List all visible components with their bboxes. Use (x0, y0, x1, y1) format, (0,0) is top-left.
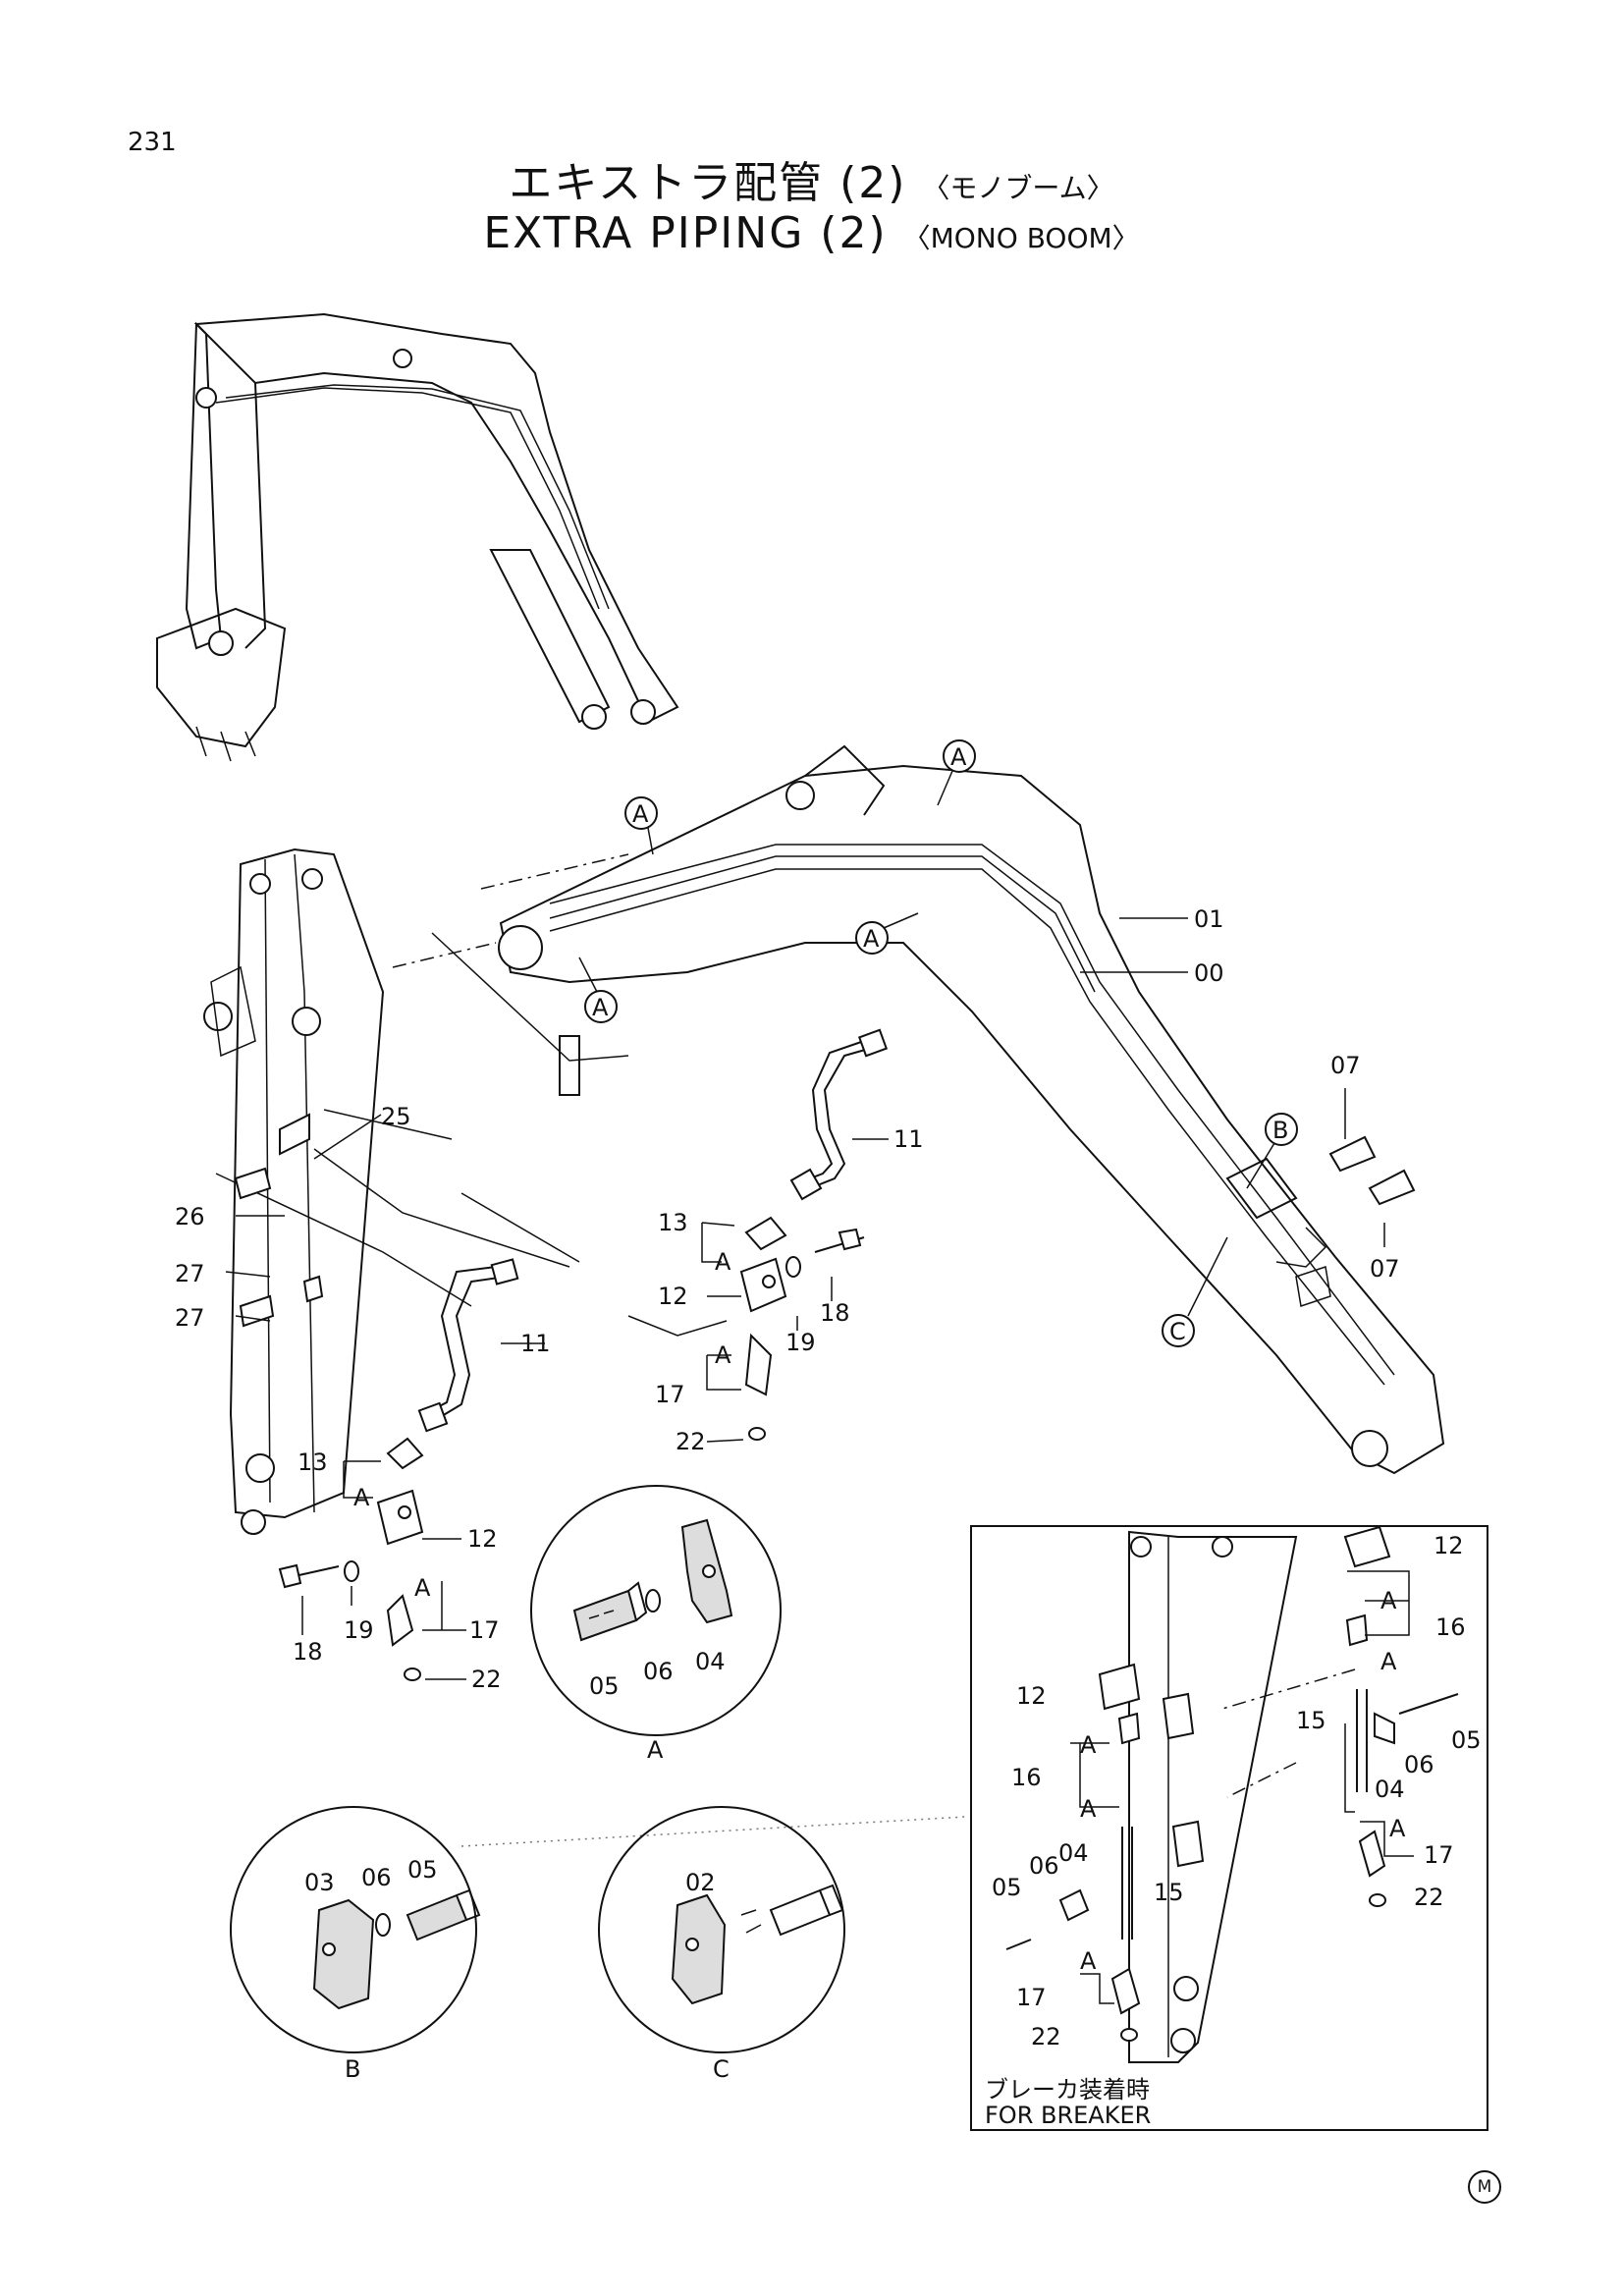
marker-a-1 (943, 739, 976, 773)
callout-22-upper: 22 (676, 1428, 706, 1455)
detail-circle-b: 03 06 05 B (230, 1806, 481, 2083)
callout-18-upper: 18 (820, 1299, 850, 1327)
breaker-note-english: FOR BREAKER (985, 2102, 1152, 2129)
leader-lines (215, 853, 966, 1847)
breaker-callout-12-right: 12 (1434, 1532, 1464, 1559)
location-marker-labels: A A A A B C (592, 743, 1288, 1345)
marker-label-a-1: A (950, 743, 967, 771)
breaker-callout-22-left: 22 (1031, 2023, 1061, 2050)
callout-17-lower: 17 (469, 1616, 500, 1644)
breaker-callout-17-right: 17 (1424, 1841, 1454, 1869)
fittings (234, 1113, 1416, 1681)
marker-a-3 (855, 921, 889, 955)
callout-17-upper-a: A (715, 1341, 731, 1369)
title-japanese-sub: 〈モノブーム〉 (922, 172, 1114, 204)
callout-leaders (225, 917, 1385, 1680)
callout-22-lower: 22 (471, 1666, 502, 1693)
callout-27-b: 27 (175, 1304, 205, 1332)
breaker-callout-04-left: 04 (1058, 1839, 1089, 1867)
breaker-callout-06-left: 06 (1029, 1852, 1059, 1880)
callout-13-lower: 13 (298, 1449, 328, 1476)
breaker-callout-15-right: 15 (1296, 1707, 1326, 1734)
callout-25: 25 (381, 1103, 411, 1130)
callout-12-lower: 12 (467, 1525, 498, 1553)
callout-27-a: 27 (175, 1260, 205, 1287)
callout-26: 26 (175, 1203, 205, 1230)
marker-label-a-2: A (632, 800, 649, 828)
detail-a-callout-04: 04 (695, 1648, 726, 1675)
breaker-callout-04-right: 04 (1375, 1776, 1405, 1803)
detail-c-label: C (713, 2055, 730, 2083)
breaker-inset-callouts: 12 A 16 A 05 06 04 15 A 17 22 12 A 16 A … (992, 1532, 1482, 2050)
breaker-callout-16-right: 16 (1435, 1613, 1466, 1641)
breaker-callout-05-left: 05 (992, 1874, 1022, 1901)
main-boom-illustration (498, 744, 1445, 1475)
hose-assemblies (417, 1028, 889, 1433)
detail-circle-a: 05 06 04 A (530, 1485, 782, 1764)
detail-b-label: B (345, 2055, 360, 2083)
title-japanese-main: エキストラ配管 (2) (509, 158, 907, 208)
marker-b (1265, 1113, 1298, 1146)
breaker-callout-16-right-a2: A (1380, 1648, 1397, 1675)
callout-numbers: 01 00 07 07 11 11 13 A 12 17 A 18 19 22 … (175, 905, 1400, 1693)
marker-a-2 (624, 796, 658, 830)
overview-arm-illustration (156, 312, 679, 762)
callout-13-upper-a: A (715, 1248, 731, 1276)
breaker-callout-16-left-a2: A (1080, 1795, 1097, 1823)
breaker-inset-frame (970, 1525, 1488, 2131)
detail-a-callout-05: 05 (589, 1672, 620, 1700)
page-number: 231 (128, 128, 177, 157)
marker-a-4 (584, 990, 618, 1023)
callout-11-lower: 11 (520, 1330, 551, 1357)
breaker-note-japanese: ブレーカ装着時 (985, 2076, 1150, 2104)
title-japanese: エキストラ配管 (2) 〈モノブーム〉 (0, 147, 1623, 210)
breaker-callout-05-right: 05 (1451, 1726, 1482, 1754)
callout-00: 00 (1194, 959, 1224, 987)
callout-17-lower-a: A (414, 1574, 431, 1602)
callout-19-upper: 19 (785, 1329, 816, 1356)
breaker-callout-17-left: 17 (1016, 1984, 1047, 2011)
callout-19-lower: 19 (344, 1616, 374, 1644)
callout-07-upper: 07 (1330, 1052, 1361, 1079)
detail-circle-c: 02 C (598, 1806, 845, 2083)
marker-label-b: B (1272, 1117, 1288, 1144)
breaker-callout-22-right: 22 (1414, 1884, 1444, 1911)
callout-12-upper: 12 (658, 1283, 688, 1310)
breaker-callout-17-right-a: A (1389, 1815, 1406, 1842)
callout-13-upper: 13 (658, 1209, 688, 1236)
location-markers (578, 739, 1298, 1347)
detail-a-callout-06: 06 (643, 1658, 674, 1685)
breaker-callout-17-left-a: A (1080, 1947, 1097, 1975)
breaker-callout-16-right-a1: A (1380, 1587, 1397, 1614)
left-arm-column-illustration (203, 847, 385, 1535)
breaker-callout-16-left: 16 (1011, 1764, 1042, 1791)
breaker-inset-illustration (1005, 1525, 1459, 2063)
marker-c (1162, 1314, 1195, 1347)
breaker-callout-12-left: 12 (1016, 1682, 1047, 1710)
callout-13-lower-a: A (353, 1484, 370, 1511)
marker-label-c: C (1169, 1318, 1186, 1345)
callout-01: 01 (1194, 905, 1224, 933)
breaker-callout-16-left-a1: A (1080, 1731, 1097, 1759)
callout-11-upper: 11 (893, 1125, 924, 1153)
callout-07-lower: 07 (1370, 1255, 1400, 1283)
detail-b-callout-05: 05 (407, 1856, 438, 1884)
detail-c-callout-02: 02 (685, 1869, 716, 1896)
detail-b-callout-06: 06 (361, 1864, 392, 1891)
title-english: EXTRA PIPING (2) 〈MONO BOOM〉 (0, 208, 1623, 258)
marker-label-a-3: A (863, 925, 880, 953)
title-english-sub: 〈MONO BOOM〉 (902, 222, 1140, 254)
breaker-callout-06-right: 06 (1404, 1751, 1434, 1778)
title-english-main: EXTRA PIPING (2) (483, 208, 888, 258)
callout-18-lower: 18 (293, 1638, 323, 1666)
breaker-callout-15-left: 15 (1154, 1879, 1184, 1906)
corner-mark: M (1468, 2170, 1501, 2204)
marker-label-a-4: A (592, 994, 609, 1021)
callout-17-upper: 17 (655, 1381, 685, 1408)
detail-a-label: A (647, 1736, 664, 1764)
detail-b-callout-03: 03 (304, 1869, 335, 1896)
